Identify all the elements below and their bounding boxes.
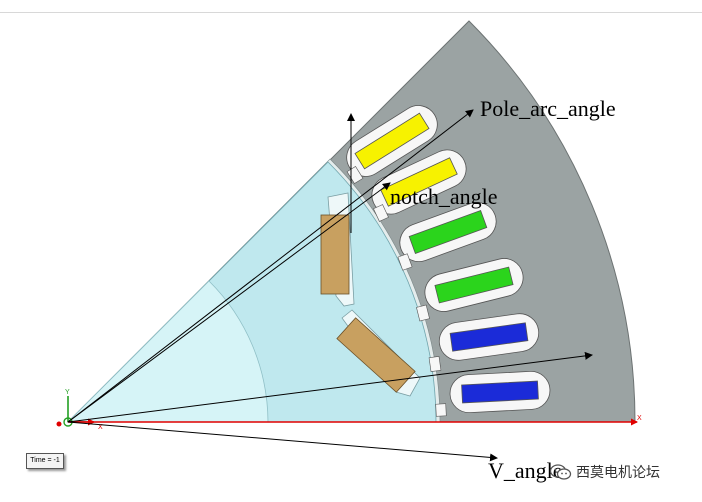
notch-line xyxy=(67,182,391,423)
wechat-icon xyxy=(550,464,572,480)
time-indicator: Time = -1 xyxy=(26,453,64,469)
coil-blue xyxy=(449,322,529,352)
watermark: 西莫电机论坛 xyxy=(550,460,660,484)
coil-green xyxy=(408,210,488,254)
slot-5 xyxy=(438,313,540,361)
slot-6 xyxy=(449,370,551,414)
origin-x-label: X xyxy=(98,424,103,431)
coil-yellow xyxy=(354,112,430,170)
magnet-lower xyxy=(336,317,416,393)
stator-slots xyxy=(346,105,551,414)
origin-dot xyxy=(56,421,62,427)
angle-lines xyxy=(67,109,593,462)
coil-blue xyxy=(461,380,539,404)
watermark-text: 西莫电机论坛 xyxy=(576,465,660,481)
axis-ref-line xyxy=(67,351,593,423)
pole-arc-angle-label: Pole_arc_angle xyxy=(480,96,616,121)
coil-yellow xyxy=(380,157,458,207)
v-angle-line xyxy=(67,421,498,462)
slot-2 xyxy=(371,149,467,215)
rotor-inner-band xyxy=(67,280,269,423)
coil-green xyxy=(434,266,514,304)
origin-y-label: Y xyxy=(65,389,70,396)
pole-arc-line xyxy=(67,109,474,423)
top-divider xyxy=(0,0,702,13)
notch-angle-label: notch_angle xyxy=(390,184,498,209)
slot-3 xyxy=(399,201,497,263)
slot-1 xyxy=(346,105,438,177)
x-axis-label: X xyxy=(637,415,642,422)
slot-4 xyxy=(424,258,524,312)
magnet-upper xyxy=(320,214,350,295)
